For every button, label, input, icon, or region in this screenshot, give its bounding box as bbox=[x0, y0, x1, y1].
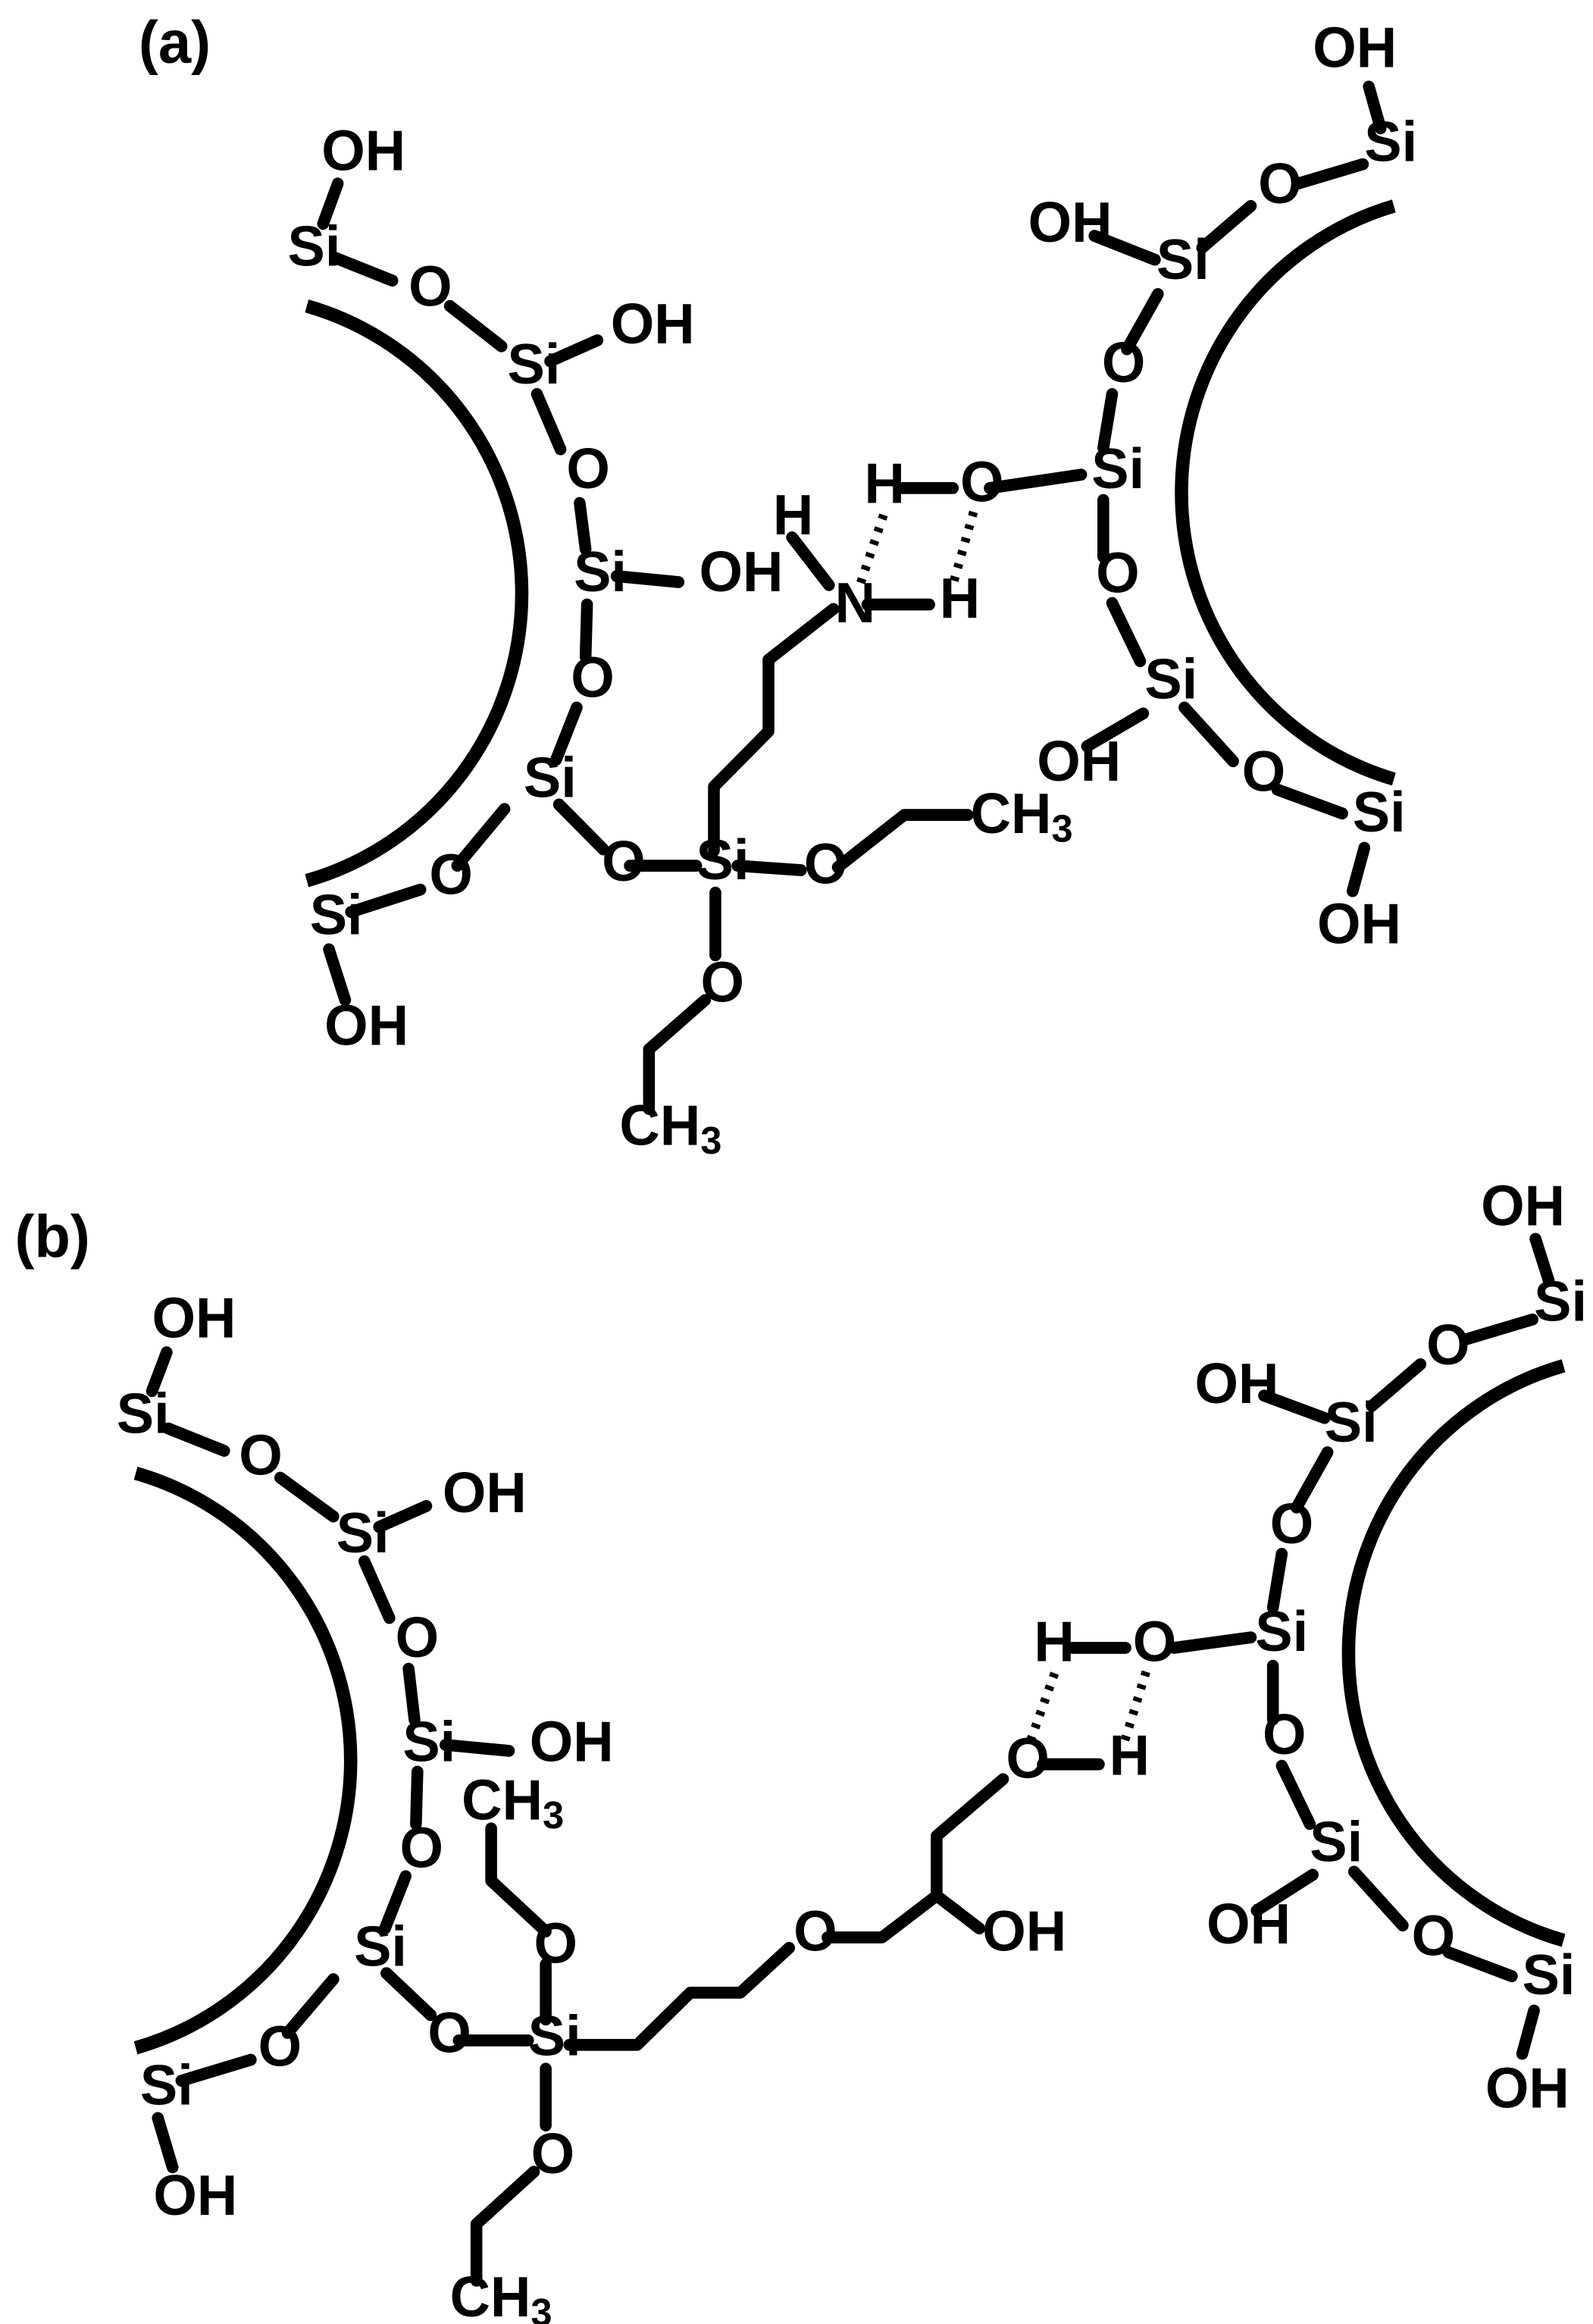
atom-o: O bbox=[408, 255, 452, 318]
right-shell-atoms-a: OH Si O OH Si O Si O Si OH O Si OH bbox=[1028, 16, 1418, 955]
atom-si: Si bbox=[524, 746, 577, 809]
atom-o: O bbox=[804, 832, 848, 895]
atom-si: Si bbox=[117, 1382, 170, 1445]
atom-o: O bbox=[399, 1816, 443, 1879]
panel-a: (a) OH Si O Si OH O Si O bbox=[139, 8, 1417, 1162]
right-shell-bonds-b bbox=[1168, 1232, 1555, 2060]
atom-si: Si bbox=[1144, 647, 1197, 710]
atom-oh: OH bbox=[1195, 1352, 1279, 1415]
atom-si: Si bbox=[1523, 1943, 1576, 2006]
atom-h: H bbox=[865, 452, 905, 515]
atom-si: Si bbox=[574, 540, 627, 603]
atom-o: O bbox=[1102, 331, 1146, 394]
atom-o: O bbox=[429, 843, 473, 906]
particle-b-right bbox=[1341, 1359, 1566, 1947]
atom-o: O bbox=[566, 437, 610, 500]
panel-b: (b) OH Si O Si OH O Si OH O bbox=[14, 1174, 1587, 2324]
atom-h: H bbox=[940, 567, 980, 630]
atom-o: O bbox=[239, 1424, 283, 1486]
atom-ch3: CH3 bbox=[619, 1094, 721, 1162]
atom-oh: OH bbox=[152, 1286, 236, 1349]
atom-o: O bbox=[1242, 740, 1286, 803]
atom-si: Si bbox=[336, 1502, 390, 1564]
silane-a: O Si O CH3 O CH3 bbox=[552, 603, 1073, 1162]
atom-o: O bbox=[1258, 152, 1302, 215]
atom-ch3: CH3 bbox=[462, 1768, 564, 1837]
atom-o: O bbox=[396, 1605, 440, 1668]
silane-b: CH3 O O Si O O CH3 bbox=[380, 1768, 1009, 2324]
atom-o: O bbox=[1412, 1904, 1456, 1967]
interface-a: H O H N H bbox=[773, 450, 1004, 634]
atom-h: H bbox=[1034, 1610, 1074, 1673]
atom-si: Si bbox=[1353, 780, 1406, 843]
atom-o: O bbox=[1270, 1492, 1314, 1555]
atom-o: O bbox=[793, 1900, 837, 1962]
atom-o: O bbox=[602, 829, 646, 892]
atom-si: Si bbox=[1091, 437, 1144, 500]
atom-o: O bbox=[1426, 1313, 1470, 1376]
atom-o: O bbox=[427, 2001, 471, 2064]
atom-si: Si bbox=[310, 883, 363, 946]
atom-oh: OH bbox=[153, 2164, 237, 2227]
atom-si: Si bbox=[1255, 1600, 1308, 1663]
atom-si: Si bbox=[1156, 228, 1210, 291]
particle-b-left bbox=[133, 1467, 358, 2055]
atom-oh: OH bbox=[1485, 2056, 1570, 2119]
panel-a-label: (a) bbox=[139, 8, 211, 76]
atom-si: Si bbox=[1534, 1270, 1587, 1333]
atom-si: Si bbox=[508, 333, 561, 396]
particle-a-left bbox=[305, 299, 529, 888]
atom-o: O bbox=[960, 450, 1004, 513]
atom-si: Si bbox=[354, 1915, 407, 1978]
atom-si: Si bbox=[1325, 1391, 1378, 1454]
left-shell-atoms-b: OH Si O Si OH O Si OH O Si O Si OH bbox=[117, 1286, 614, 2227]
atom-o: O bbox=[534, 1912, 578, 1975]
right-shell-atoms-b: OH Si O OH Si O Si O Si OH O Si OH bbox=[1195, 1174, 1588, 2119]
atom-o: O bbox=[1006, 1727, 1050, 1790]
atom-oh: OH bbox=[1313, 16, 1397, 79]
particle-a-right bbox=[1175, 199, 1396, 786]
atom-o: O bbox=[571, 646, 615, 709]
left-shell-atoms-a: OH Si O Si OH O Si OH O Si O Si OH bbox=[288, 119, 784, 1057]
atom-oh: OH bbox=[530, 1710, 614, 1773]
atom-si: Si bbox=[528, 2004, 581, 2067]
atom-o: O bbox=[1133, 1610, 1177, 1673]
atom-si: Si bbox=[402, 1710, 455, 1773]
atom-ch3: CH3 bbox=[450, 2266, 552, 2324]
interface-b: H O O H OH bbox=[982, 1610, 1176, 1963]
atom-oh: OH bbox=[1028, 191, 1113, 254]
right-shell-bonds-a bbox=[984, 80, 1387, 897]
atom-o: O bbox=[700, 951, 744, 1013]
atom-o: O bbox=[1096, 541, 1140, 604]
atom-o: O bbox=[1263, 1702, 1307, 1765]
atom-oh: OH bbox=[1317, 892, 1401, 955]
atom-oh: OH bbox=[324, 994, 408, 1057]
atom-si: Si bbox=[140, 2053, 193, 2116]
atom-h: H bbox=[1109, 1724, 1150, 1787]
atom-si: Si bbox=[1310, 1810, 1363, 1873]
panel-b-label: (b) bbox=[14, 1203, 89, 1270]
atom-oh: OH bbox=[1481, 1174, 1565, 1237]
atom-h: H bbox=[773, 484, 813, 547]
atom-oh: OH bbox=[443, 1461, 527, 1524]
atom-oh: OH bbox=[982, 1900, 1066, 1962]
atom-o: O bbox=[531, 2122, 575, 2185]
atom-oh: OH bbox=[699, 540, 784, 603]
atom-ch3: CH3 bbox=[971, 781, 1073, 850]
atom-si: Si bbox=[696, 828, 750, 891]
atom-oh: OH bbox=[321, 119, 405, 182]
atom-si: Si bbox=[288, 215, 341, 277]
atom-oh: OH bbox=[1206, 1892, 1291, 1955]
atom-n: N bbox=[835, 572, 875, 634]
atom-si: Si bbox=[1364, 110, 1417, 173]
atom-oh: OH bbox=[1037, 729, 1121, 792]
atom-o: O bbox=[258, 2015, 302, 2078]
atom-oh: OH bbox=[611, 293, 695, 355]
